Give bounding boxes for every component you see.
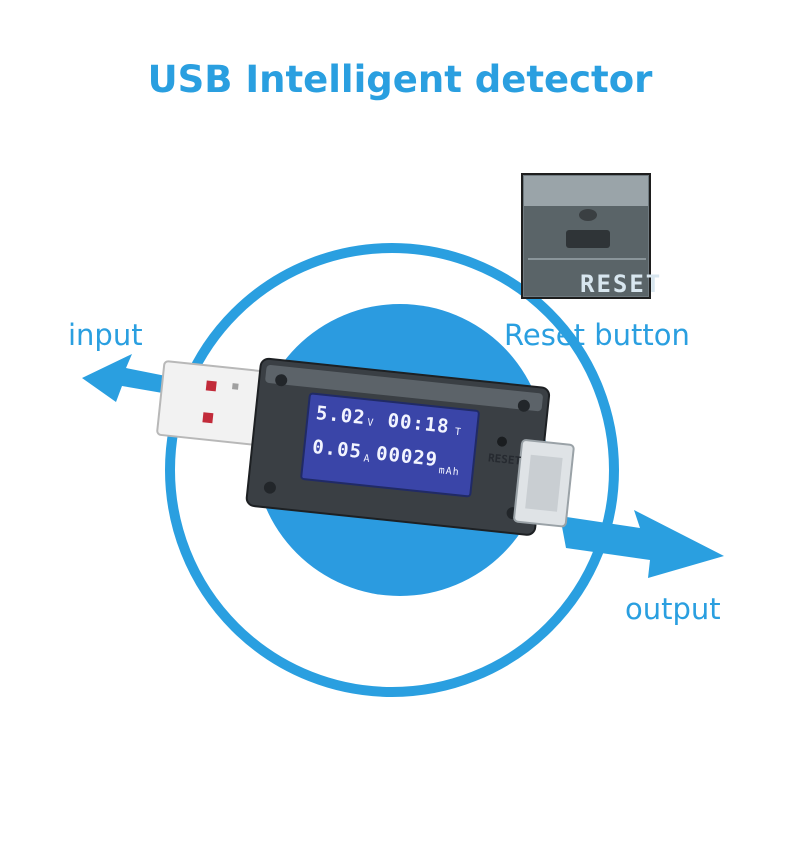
input-label: input xyxy=(68,318,143,352)
reset-zoom-inset xyxy=(521,173,651,299)
output-label: output xyxy=(625,592,721,626)
usb-detector-device xyxy=(156,357,575,536)
arrow-out-icon xyxy=(560,510,724,578)
arrow-in-icon xyxy=(82,354,186,402)
page-title: USB Intelligent detector xyxy=(147,58,653,101)
zoom-reset-text: RESET xyxy=(580,270,663,298)
infographic: RESET 5.02 V 00:18 T 0.05 A 00029 mAh RE… xyxy=(68,58,724,697)
outer-ring xyxy=(165,243,619,697)
lcd-screen xyxy=(300,392,480,498)
reset-button[interactable] xyxy=(497,436,508,447)
diagram-graphics xyxy=(82,173,724,697)
reset-button-label: Reset button xyxy=(504,318,690,352)
